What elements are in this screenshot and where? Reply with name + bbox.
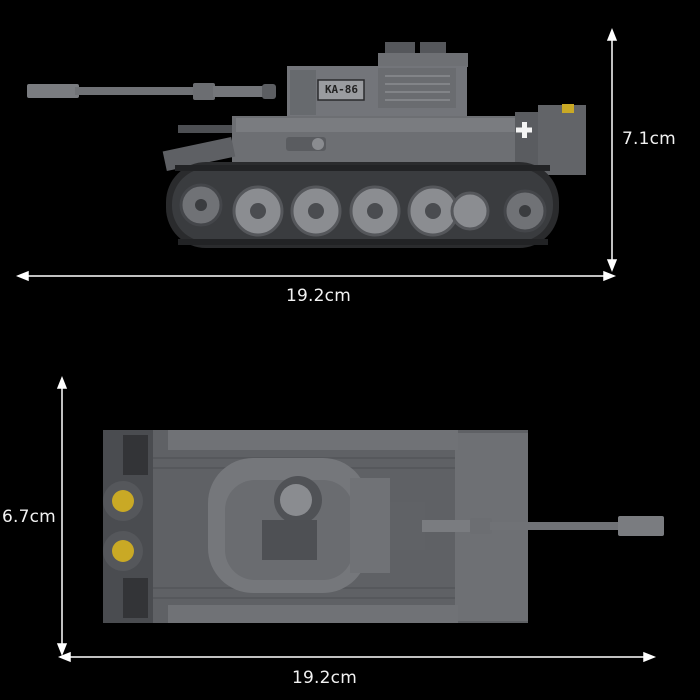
side-view-tank-image: [15, 27, 618, 282]
top-view-tank-image: [56, 375, 664, 663]
side-turret: [287, 42, 468, 118]
cross-emblem: [516, 122, 532, 138]
side-length-dimension: [15, 270, 617, 282]
top-length-dimension: [57, 651, 657, 663]
top-width-label: 6.7cm: [2, 507, 56, 527]
turret-marking: KA-86: [324, 83, 359, 96]
side-view: 19.2cm 7.1cm KA-86: [0, 0, 700, 330]
side-gun-barrel: [27, 83, 276, 100]
top-width-dimension: [56, 375, 68, 657]
side-height-label: 7.1cm: [622, 129, 676, 149]
side-length-label: 19.2cm: [286, 286, 351, 306]
side-hull: [162, 104, 586, 175]
top-rear-lights: [103, 481, 143, 571]
top-gun-barrel: [422, 516, 664, 536]
side-height-dimension: [606, 27, 618, 273]
top-length-label: 19.2cm: [292, 668, 357, 688]
top-turret: [208, 458, 425, 593]
top-view: 19.2cm 6.7cm: [0, 330, 700, 700]
side-road-wheels: [232, 185, 490, 237]
